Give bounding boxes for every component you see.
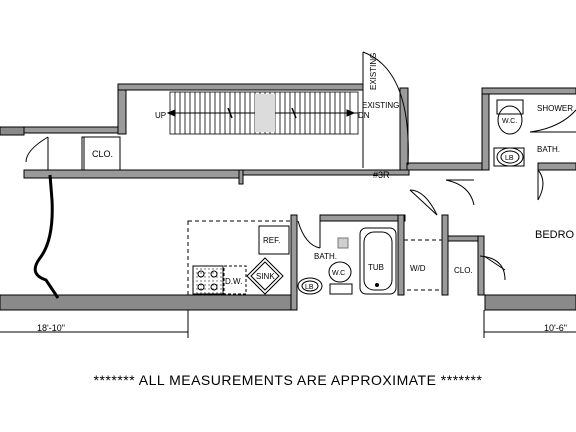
bathroom-center: [297, 227, 443, 295]
label-bath-right: BATH.: [537, 145, 560, 154]
label-lav-center: LB: [305, 284, 314, 291]
label-unit-number: #3R: [373, 170, 390, 180]
label-closet-left: CLO.: [92, 149, 113, 159]
label-closet-right: CLO.: [454, 266, 473, 275]
bathroom-right: [493, 99, 525, 167]
dimension-lines: [0, 310, 576, 338]
label-lav-right: LB: [505, 155, 514, 162]
label-stair-dn: DN: [358, 111, 370, 120]
label-bedroom: BEDRO: [535, 229, 575, 241]
label-refrigerator: REF.: [263, 236, 280, 245]
label-wc-center: W.C: [332, 270, 345, 277]
dimension-left: 18'-10": [37, 323, 65, 333]
doors: [25, 51, 576, 299]
label-washer-dryer: W/D: [410, 264, 426, 273]
label-stair-existing: EXISTING: [362, 101, 399, 110]
stair-arrows: [166, 109, 356, 117]
exterior-walls: [0, 126, 576, 311]
label-dishwasher: D.W.: [225, 277, 242, 286]
footer-note: ******* ALL MEASUREMENTS ARE APPROXIMATE…: [93, 372, 483, 388]
label-stair-up: UP: [155, 111, 166, 120]
interior-walls: [23, 83, 576, 311]
label-sink: SINK: [256, 272, 275, 281]
label-shower: SHOWER: [537, 104, 573, 113]
label-existing-vertical: EXISTING: [369, 53, 378, 90]
kitchen: [187, 220, 292, 296]
dimension-right: 10'-6": [544, 323, 567, 333]
label-wc-right: W.C.: [502, 118, 517, 125]
label-bath-center: BATH.: [314, 252, 337, 261]
label-tub: TUB: [368, 263, 384, 272]
